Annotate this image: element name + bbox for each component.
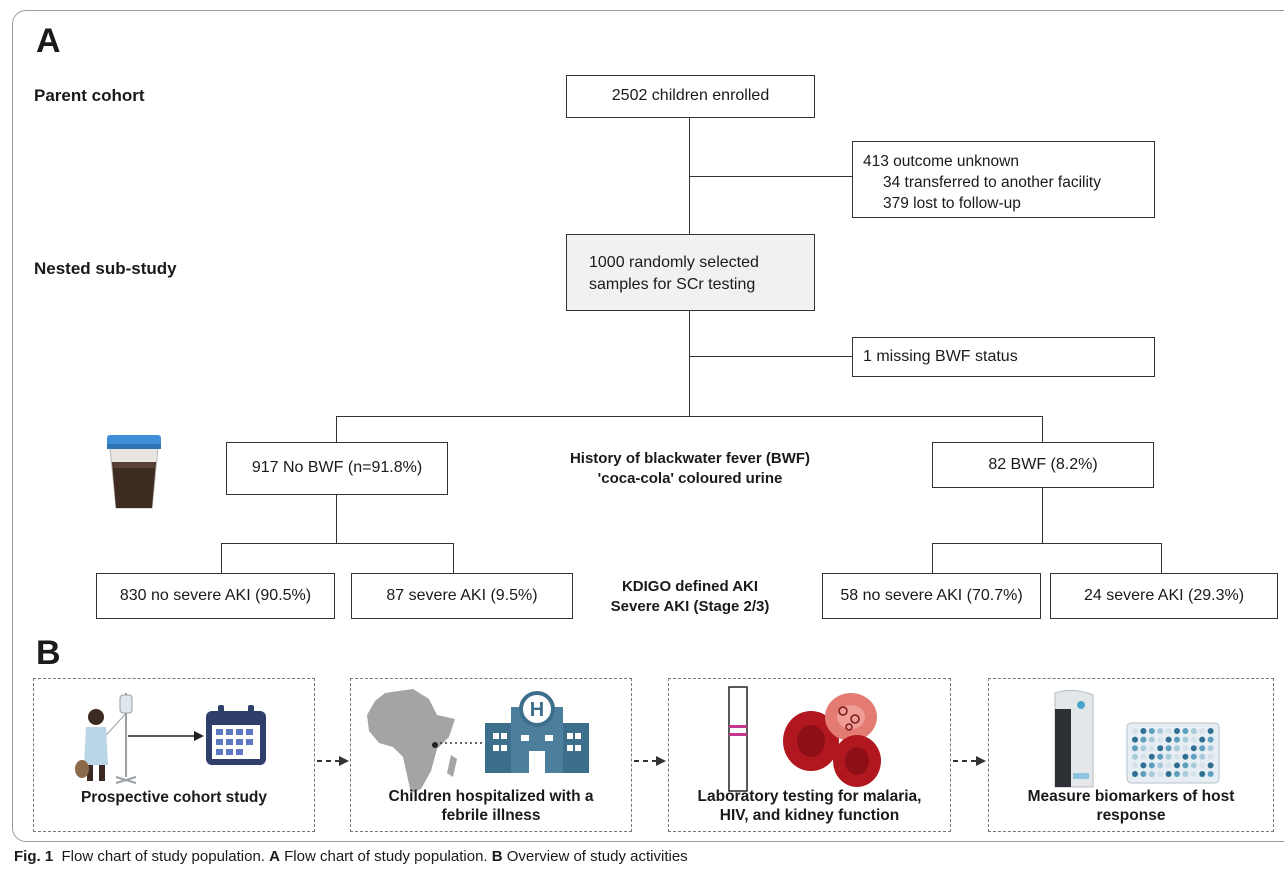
activity-biomarkers: Measure biomarkers of host response <box>988 678 1274 832</box>
rapid-test-strip-icon <box>728 686 748 792</box>
box-no-bwf: 917 No BWF (n=91.8%) <box>226 442 448 495</box>
analyzer-icon <box>1054 689 1094 788</box>
panel-a-letter: A <box>36 22 61 60</box>
box-bwf: 82 BWF (8.2%) <box>932 442 1154 488</box>
connector <box>689 356 853 357</box>
row-label-parent: Parent cohort <box>34 86 145 105</box>
activity-label: Laboratory testing for malaria, HIV, and… <box>697 788 922 824</box>
connector <box>1161 543 1162 573</box>
activity-lab-testing: Laboratory testing for malaria, HIV, and… <box>668 678 951 832</box>
connector <box>932 543 933 573</box>
arrow-right-icon <box>128 731 204 741</box>
box-no-bwf-severe-aki: 87 severe AKI (9.5%) <box>351 573 573 619</box>
flow-arrow <box>634 756 666 766</box>
row-label-nested: Nested sub-study <box>34 259 177 278</box>
panel-b-letter: B <box>36 634 61 672</box>
activity-label: Measure biomarkers of host response <box>1027 788 1235 824</box>
connector <box>689 176 853 177</box>
activity-prospective-cohort: Prospective cohort study <box>33 678 315 832</box>
connector <box>1042 488 1043 543</box>
figure-frame <box>12 10 1284 842</box>
activity-hospitalized: H Children hospitalized with a febrile i… <box>350 678 632 832</box>
box-bwf-no-severe-aki: 58 no severe AKI (70.7%) <box>822 573 1041 619</box>
connector <box>336 495 337 543</box>
connector <box>689 117 690 234</box>
figure-caption: Fig. 1 Flow chart of study population. A… <box>14 848 688 865</box>
flow-arrow <box>317 756 349 766</box>
connector <box>221 543 222 573</box>
connector <box>689 311 690 416</box>
red-blood-cells-icon <box>783 693 881 787</box>
urine-cup-icon <box>107 435 161 509</box>
kdigo-note: KDIGO defined AKI Severe AKI (Stage 2/3) <box>610 578 770 615</box>
connector <box>1042 416 1043 442</box>
hospital-icon: H <box>485 691 589 773</box>
patient-iv-icon <box>75 693 137 784</box>
bwf-history-note: History of blackwater fever (BWF) 'coca-… <box>569 450 811 487</box>
calendar-icon <box>206 705 266 765</box>
flow-arrow <box>953 756 986 766</box>
box-children-enrolled: 2502 children enrolled <box>566 75 815 118</box>
well-plate-icon <box>1126 722 1220 784</box>
connector <box>453 543 454 573</box>
connector <box>932 543 1162 544</box>
activity-label: Prospective cohort study <box>80 789 268 806</box>
connector <box>221 543 453 544</box>
connector <box>336 416 1043 417</box>
box-outcome-unknown: 413 outcome unknown 34 transferred to an… <box>852 141 1155 218</box>
activity-label: Children hospitalized with a febrile ill… <box>388 788 594 824</box>
box-missing-bwf: 1 missing BWF status <box>852 337 1155 377</box>
box-no-bwf-no-severe-aki: 830 no severe AKI (90.5%) <box>96 573 335 619</box>
box-bwf-severe-aki: 24 severe AKI (29.3%) <box>1050 573 1278 619</box>
connector <box>336 416 337 442</box>
box-randomly-selected: 1000 randomly selected samples for SCr t… <box>566 234 815 311</box>
svg-text:H: H <box>530 699 544 721</box>
